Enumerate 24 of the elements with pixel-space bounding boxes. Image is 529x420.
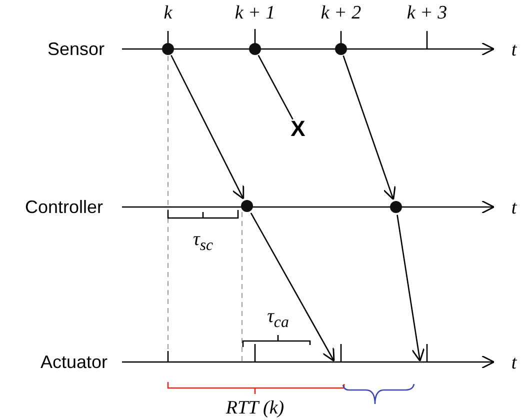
time-step-label: k + 2 <box>320 4 362 22</box>
time-step-label: k + 1 <box>234 4 276 22</box>
arrow <box>170 54 244 200</box>
axis-label: t <box>511 354 517 372</box>
packet-loss-mark: X <box>290 118 306 140</box>
arrow <box>342 55 396 200</box>
time-step-label: k <box>164 4 172 22</box>
row-label: Sensor <box>47 40 105 58</box>
row-label: Actuator <box>40 353 108 371</box>
axis-label: t <box>511 198 517 218</box>
arrow <box>396 214 425 362</box>
rtt-label: RTT (k) <box>226 398 284 418</box>
axis-label: t <box>511 40 517 60</box>
row-label: Controller <box>24 198 104 216</box>
event-dot <box>241 200 253 212</box>
event-dot <box>249 43 261 55</box>
event-dot <box>390 201 402 213</box>
time-step-label: k + 3 <box>406 4 448 22</box>
arrow <box>250 212 335 362</box>
delay-label: τ$_{sc}$ <box>193 230 213 254</box>
event-dot <box>162 43 174 55</box>
delay-label: τ$_{ca}$ <box>267 307 289 331</box>
line <box>258 54 294 120</box>
event-dot <box>335 43 347 55</box>
